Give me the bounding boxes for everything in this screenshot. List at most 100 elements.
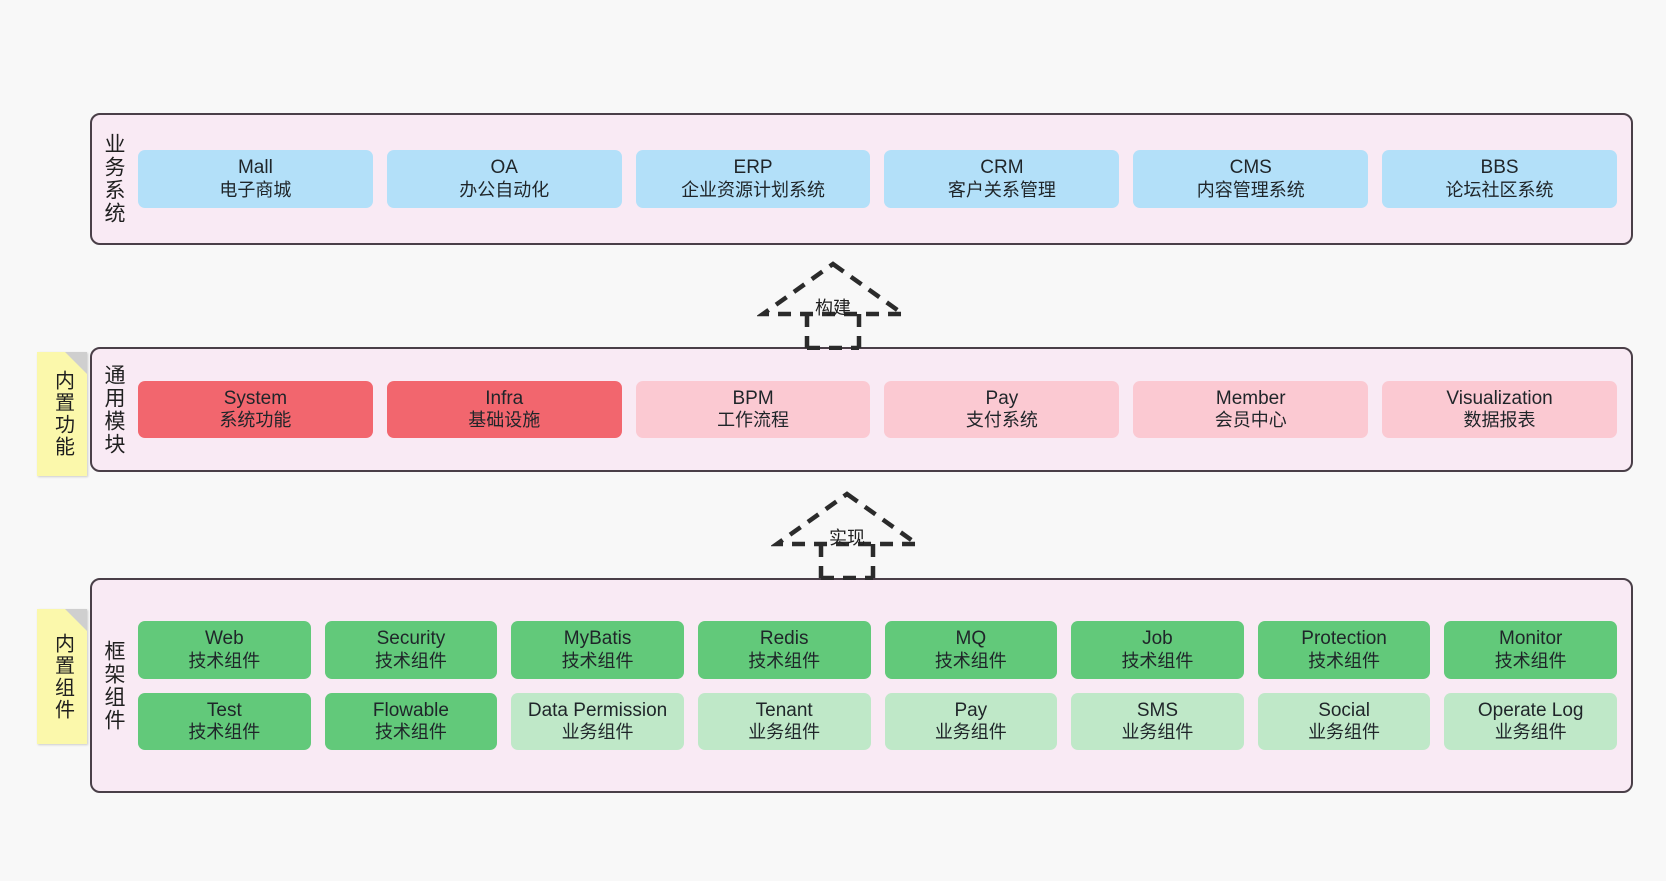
card-title: Flowable [372, 699, 449, 721]
card-subtitle: 业务组件 [1494, 721, 1567, 742]
card-row: Test 技术组件 Flowable 技术组件 Data Permission … [138, 692, 1617, 750]
card-redis[interactable]: Redis 技术组件 [697, 621, 871, 679]
card-infra[interactable]: Infra 基础设施 [386, 380, 622, 439]
card-subtitle: 会员中心 [1214, 410, 1287, 431]
folded-corner-icon [65, 609, 87, 631]
card-title: BPM [732, 387, 774, 409]
card-mybatis[interactable]: MyBatis 技术组件 [511, 621, 684, 679]
card-title: Pay [985, 387, 1019, 409]
card-subtitle: 系统功能 [219, 410, 292, 431]
card-subtitle: 技术组件 [374, 650, 447, 671]
card-title: MyBatis [563, 628, 632, 650]
layer-framework-components: 框架组件 Web 技术组件 Security 技术组件 MyBatis 技术组件… [90, 578, 1633, 793]
card-subtitle: 技术组件 [934, 650, 1007, 671]
connector-build: 构建 [757, 258, 909, 350]
card-mall[interactable]: Mall 电子商城 [138, 150, 373, 208]
card-tenant[interactable]: Tenant 业务组件 [697, 692, 871, 750]
card-pay-component[interactable]: Pay 业务组件 [884, 692, 1058, 750]
card-subtitle: 办公自动化 [459, 179, 550, 200]
card-title: Member [1215, 387, 1286, 409]
sticky-note-builtin-component: 内置组件 [37, 609, 87, 744]
layer-business-systems: 业务系统 Mall 电子商城 OA 办公自动化 ERP 企业资源计划系统 CRM… [90, 113, 1633, 245]
layer-label-common-modules: 通用模块 [102, 363, 126, 456]
card-protection[interactable]: Protection 技术组件 [1257, 621, 1431, 679]
card-subtitle: 业务组件 [561, 721, 634, 742]
card-subtitle: 技术组件 [188, 650, 261, 671]
card-system[interactable]: System 系统功能 [138, 380, 373, 439]
card-monitor[interactable]: Monitor 技术组件 [1444, 621, 1617, 679]
card-title: Security [376, 628, 446, 650]
layer-body-framework-components: Web 技术组件 Security 技术组件 MyBatis 技术组件 Redi… [134, 580, 1631, 791]
card-job[interactable]: Job 技术组件 [1071, 621, 1244, 679]
card-web[interactable]: Web 技术组件 [138, 621, 311, 679]
card-security[interactable]: Security 技术组件 [324, 621, 498, 679]
layer-common-modules: 通用模块 System 系统功能 Infra 基础设施 BPM 工作流程 Pay… [90, 347, 1633, 472]
card-cms[interactable]: CMS 内容管理系统 [1133, 150, 1369, 208]
card-member[interactable]: Member 会员中心 [1133, 380, 1369, 439]
card-subtitle: 基础设施 [468, 410, 541, 431]
card-subtitle: 技术组件 [188, 721, 261, 742]
card-title: SMS [1136, 699, 1179, 721]
card-erp[interactable]: ERP 企业资源计划系统 [635, 150, 871, 208]
card-oa[interactable]: OA 办公自动化 [386, 150, 622, 208]
card-title: CRM [980, 157, 1024, 179]
card-subtitle: 业务组件 [1308, 721, 1381, 742]
layer-label-business-systems: 业务系统 [102, 133, 126, 225]
connector-label: 实现 [829, 528, 865, 548]
card-title: OA [490, 157, 518, 179]
generalization-arrow-icon [771, 491, 923, 580]
card-operate-log[interactable]: Operate Log 业务组件 [1444, 692, 1617, 750]
card-subtitle: 支付系统 [965, 410, 1038, 431]
card-title: Pay [954, 699, 988, 721]
card-mq[interactable]: MQ 技术组件 [884, 621, 1058, 679]
card-subtitle: 技术组件 [1494, 650, 1567, 671]
card-subtitle: 客户关系管理 [947, 179, 1056, 200]
card-title: BBS [1480, 157, 1519, 179]
card-title: Job [1142, 628, 1173, 650]
layer-body-business-systems: Mall 电子商城 OA 办公自动化 ERP 企业资源计划系统 CRM 客户关系… [134, 115, 1631, 243]
card-bpm[interactable]: BPM 工作流程 [635, 380, 871, 439]
card-title: Redis [759, 628, 809, 650]
card-row: Web 技术组件 Security 技术组件 MyBatis 技术组件 Redi… [138, 621, 1617, 679]
card-title: Mall [237, 157, 273, 179]
generalization-arrow-icon [757, 261, 909, 350]
card-subtitle: 工作流程 [717, 410, 790, 431]
card-title: Infra [485, 387, 524, 409]
card-row: System 系统功能 Infra 基础设施 BPM 工作流程 Pay 支付系统… [138, 380, 1617, 439]
card-test[interactable]: Test 技术组件 [138, 692, 311, 750]
card-title: Test [206, 699, 242, 721]
card-flowable[interactable]: Flowable 技术组件 [324, 692, 498, 750]
card-subtitle: 业务组件 [748, 721, 821, 742]
card-visualization[interactable]: Visualization 数据报表 [1382, 380, 1617, 439]
card-title: Tenant [755, 699, 813, 721]
card-subtitle: 技术组件 [1308, 650, 1381, 671]
card-subtitle: 技术组件 [374, 721, 447, 742]
card-sms[interactable]: SMS 业务组件 [1071, 692, 1244, 750]
card-title: MQ [955, 628, 987, 650]
connector-implement: 实现 [771, 488, 923, 580]
card-crm[interactable]: CRM 客户关系管理 [884, 150, 1120, 208]
card-subtitle: 技术组件 [561, 650, 634, 671]
card-title: Web [204, 628, 244, 650]
card-subtitle: 业务组件 [934, 721, 1007, 742]
card-subtitle: 技术组件 [1121, 650, 1194, 671]
card-title: Operate Log [1477, 699, 1584, 721]
card-pay-module[interactable]: Pay 支付系统 [884, 380, 1120, 439]
folded-corner-icon [65, 352, 87, 374]
layer-label-framework-components: 框架组件 [102, 639, 126, 732]
card-subtitle: 内容管理系统 [1196, 179, 1305, 200]
card-row: Mall 电子商城 OA 办公自动化 ERP 企业资源计划系统 CRM 客户关系… [138, 150, 1617, 208]
card-title: Visualization [1446, 387, 1553, 409]
card-bbs[interactable]: BBS 论坛社区系统 [1382, 150, 1617, 208]
card-title: Protection [1301, 628, 1387, 650]
card-title: System [223, 387, 288, 409]
card-subtitle: 论坛社区系统 [1445, 179, 1554, 200]
connector-label: 构建 [815, 298, 851, 318]
layer-body-common-modules: System 系统功能 Infra 基础设施 BPM 工作流程 Pay 支付系统… [134, 349, 1631, 470]
card-social[interactable]: Social 业务组件 [1257, 692, 1431, 750]
card-data-permission[interactable]: Data Permission 业务组件 [511, 692, 684, 750]
card-subtitle: 数据报表 [1463, 410, 1536, 431]
card-title: Monitor [1499, 628, 1563, 650]
sticky-note-label: 内置功能 [51, 370, 74, 458]
